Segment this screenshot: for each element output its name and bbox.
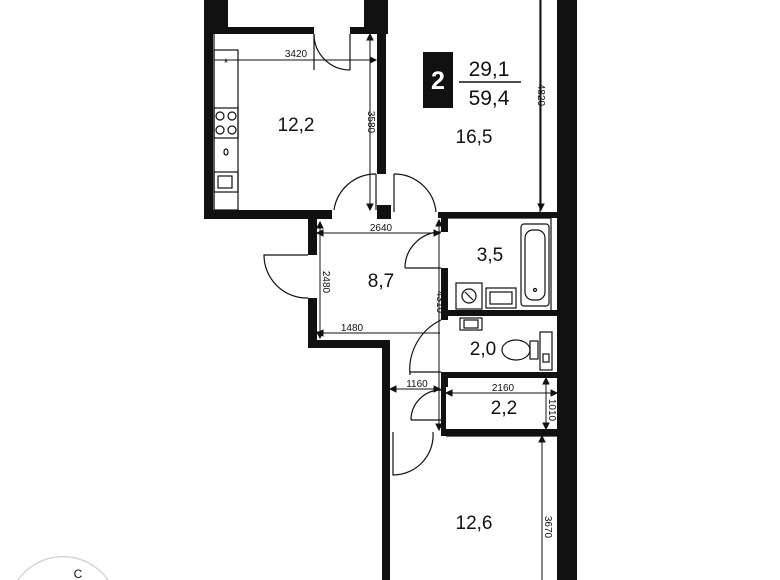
wc-sink (459, 317, 483, 331)
bathtub (520, 223, 550, 307)
dim-hall-depth: 2480 (320, 271, 331, 294)
room-area-hall: 8,7 (368, 271, 394, 292)
dim-corridor-width: 1160 (406, 379, 428, 390)
washing-machine (455, 282, 483, 310)
dim-living-depth: 4820 (535, 84, 546, 107)
dim-storage-width: 2160 (492, 383, 515, 394)
bath-sink (485, 287, 517, 309)
dim-storage-depth: 1010 (546, 399, 557, 422)
dimension-labels: 3420 3580 4820 2640 2480 1480 4310 1160 … (285, 49, 557, 539)
room-area-wc: 2,0 (470, 339, 496, 360)
compass-north-letter: С (74, 567, 83, 580)
room-area-kitchen: 12,2 (278, 115, 315, 136)
walls (204, 0, 577, 580)
room-labels: 12,2 16,5 8,7 3,5 2,0 2,2 12,6 (278, 115, 518, 534)
room-area-bedroom: 12,6 (456, 513, 493, 534)
dim-kitchen-depth: 3580 (365, 111, 376, 134)
dim-kitchen-width: 3420 (285, 49, 308, 60)
room-count: 2 (431, 67, 445, 95)
room-area-storage: 2,2 (491, 398, 517, 419)
doors (263, 33, 442, 476)
room-area-living: 16,5 (456, 127, 493, 148)
room-area-bathroom: 3,5 (477, 245, 503, 266)
dim-entry-width: 1480 (341, 323, 364, 334)
dimension-lines (214, 0, 559, 580)
total-area-value: 59,4 (469, 87, 510, 110)
compass: С (17, 556, 109, 580)
dim-hall-width: 2640 (370, 223, 393, 234)
kitchen-counter: * (213, 49, 239, 211)
room-count-box (423, 52, 453, 108)
dim-corridor-length: 4310 (434, 291, 445, 314)
dim-bedroom-depth: 3670 (542, 516, 553, 539)
svg-text:*: * (224, 56, 229, 70)
area-summary-badge: 2 29,1 59,4 (423, 52, 521, 110)
toilet (501, 331, 553, 371)
living-area-value: 29,1 (469, 58, 510, 81)
